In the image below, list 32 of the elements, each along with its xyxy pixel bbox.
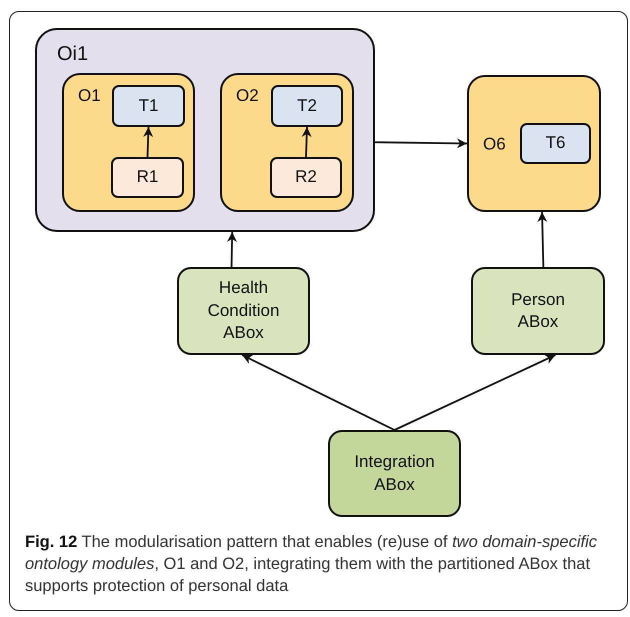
process-box [328, 430, 461, 517]
node-label: R1 [136, 166, 160, 188]
arrow [143, 126, 154, 158]
process-box [271, 85, 343, 127]
process-box [520, 123, 591, 164]
arrow [242, 354, 395, 431]
arrow [227, 232, 237, 268]
node-label: T1 [138, 94, 160, 117]
node-label: Person ABox [510, 288, 566, 333]
node-label: R2 [294, 166, 318, 188]
process-box [471, 267, 605, 355]
node-label: T2 [296, 94, 318, 117]
module-box [35, 28, 375, 232]
arrow [394, 354, 556, 431]
node-label: Health Condition ABox [206, 277, 280, 344]
arrow [374, 138, 468, 148]
node-label: O2 [236, 87, 259, 104]
node-label: Integration ABox [353, 451, 436, 496]
arrow [537, 212, 548, 268]
process-box [270, 157, 342, 198]
node-label: Oi1 [57, 44, 88, 64]
module-box [62, 73, 195, 212]
process-box [112, 85, 185, 127]
module-box [467, 75, 601, 212]
process-box [177, 267, 310, 355]
process-box [111, 157, 184, 198]
figure-caption: Fig. 12 The modularisation pattern that enables (re)use of two domain-specific ontology modules, O1 and O2, integrating them with the partitioned ABox that supports protection of personal data [25, 532, 598, 597]
node-label: O6 [483, 135, 506, 152]
node-label: O1 [78, 87, 101, 104]
node-label: T6 [544, 132, 566, 154]
module-box [220, 73, 354, 212]
arrow [302, 126, 312, 158]
